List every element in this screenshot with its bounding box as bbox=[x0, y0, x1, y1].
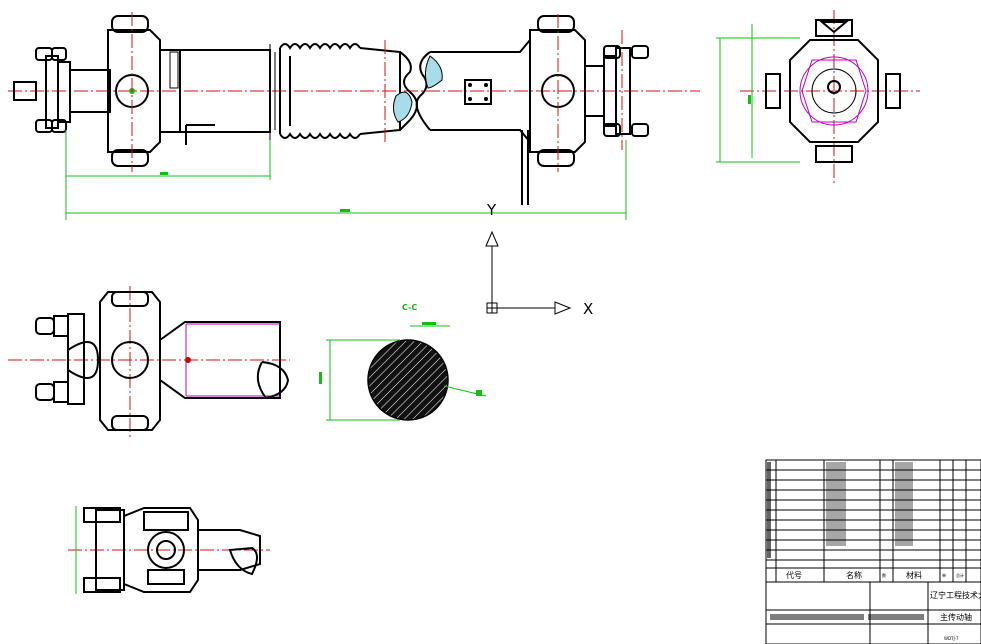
left-yoke bbox=[69, 12, 161, 172]
input-stub bbox=[13, 81, 37, 101]
ucs-icon: Y X bbox=[485, 201, 593, 318]
right-tube bbox=[430, 37, 531, 205]
shaft-tube bbox=[160, 44, 276, 145]
joint-detail-view bbox=[8, 286, 290, 440]
ucs-y-label: Y bbox=[486, 201, 497, 219]
drawing-title: 主传动轴 bbox=[940, 612, 972, 622]
ucs-x-label: X bbox=[583, 300, 593, 318]
header-code: 代号 bbox=[786, 570, 802, 580]
drawing-number: WDTJ-7 bbox=[944, 636, 959, 641]
header-quantity: 数 bbox=[882, 572, 886, 578]
break-lines bbox=[392, 51, 443, 131]
left-flange bbox=[35, 47, 71, 133]
header-unit: 单 bbox=[942, 572, 946, 578]
bottom-joint-view bbox=[68, 506, 270, 594]
header-total: 总计 bbox=[956, 572, 964, 578]
school-name: 辽宁工程技术大 bbox=[930, 590, 981, 600]
bellows-boot bbox=[279, 40, 401, 145]
header-name: 名称 bbox=[846, 570, 862, 580]
section-label: C-C bbox=[402, 303, 417, 312]
title-block: 代号 名称 材料 数 单 总计 辽宁工程技术大 主传动轴 WDTJ-7 bbox=[765, 459, 981, 644]
overall-dimensions bbox=[65, 130, 627, 220]
header-material: 材料 bbox=[906, 570, 922, 580]
end-view bbox=[716, 10, 920, 185]
section-circle bbox=[367, 339, 449, 421]
main-shaft-assembly-view bbox=[8, 12, 700, 220]
right-flange bbox=[603, 30, 649, 150]
right-yoke bbox=[529, 14, 605, 172]
section-c-c: C-C bbox=[319, 303, 487, 421]
